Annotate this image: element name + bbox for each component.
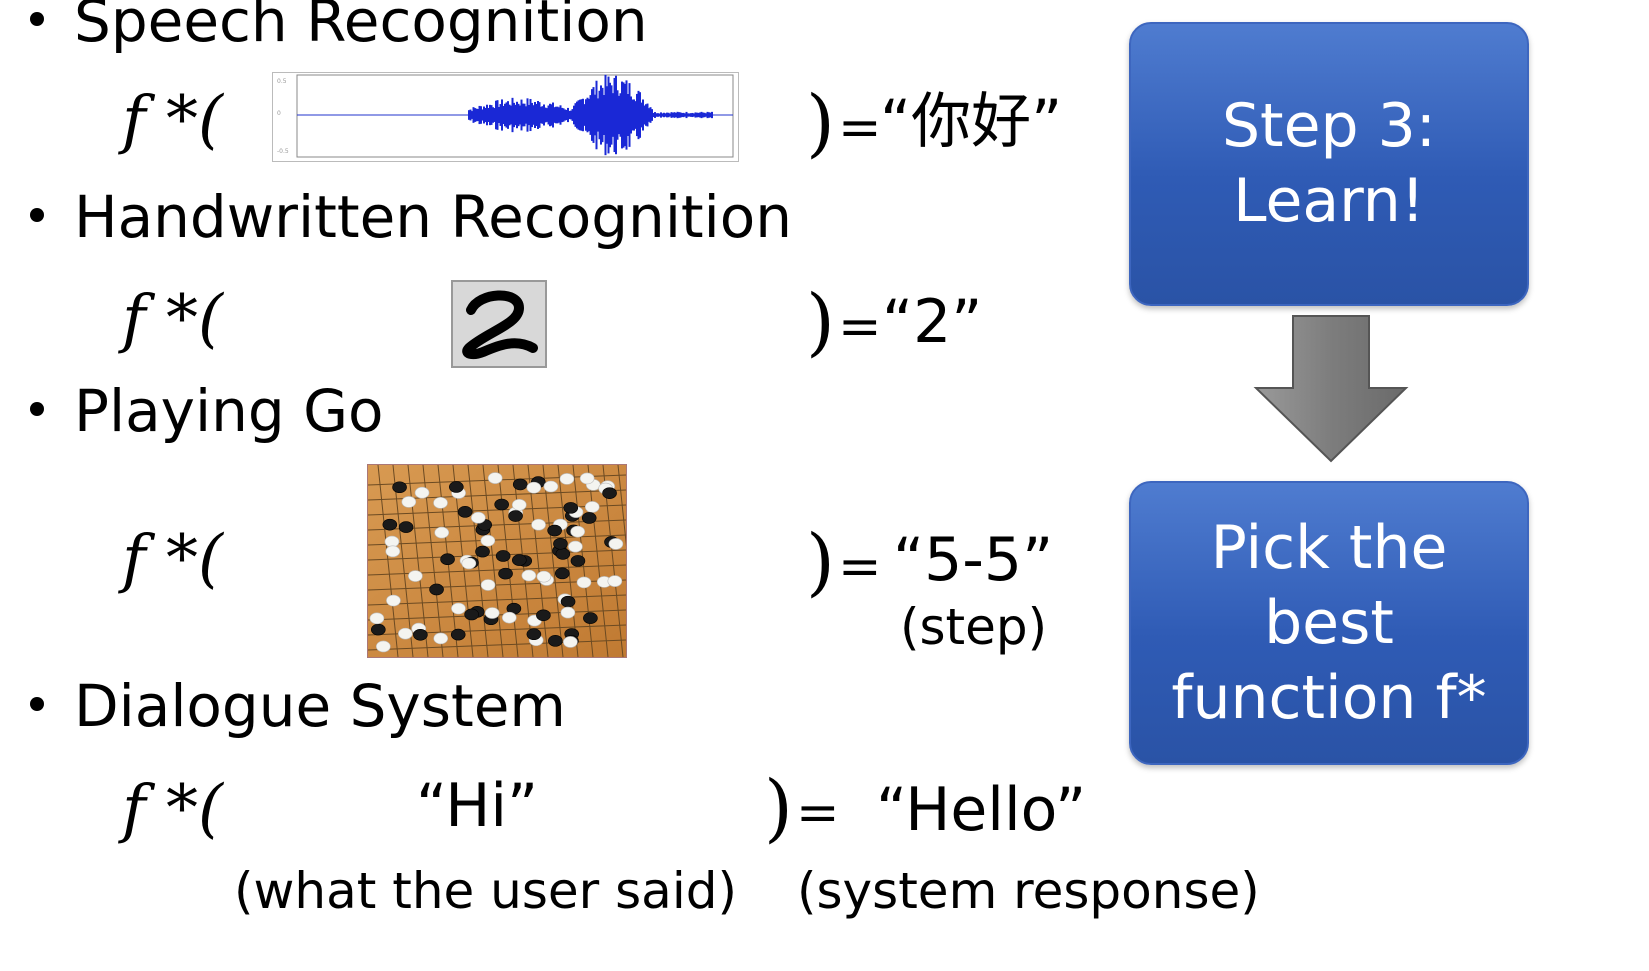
step-3-learn-box: Step 3: Learn! — [1129, 22, 1529, 306]
right-paren: ) — [806, 279, 835, 365]
dialogue-output: “Hello” — [876, 775, 1087, 845]
dialogue-output-note: (system response) — [797, 862, 1260, 920]
bullet-dot — [30, 11, 44, 26]
result-box-line-3: function f* — [1171, 662, 1487, 733]
right-paren: ) — [806, 80, 835, 166]
down-arrow-icon — [1253, 315, 1409, 463]
function-f-star: f *( — [122, 282, 223, 356]
handwritten-digit-image — [451, 280, 547, 368]
right-paren: ) — [806, 519, 835, 605]
result-box-line-2: best — [1264, 587, 1394, 658]
bullet-playing-go: Playing Go — [30, 382, 384, 440]
svg-text:-0.5: -0.5 — [277, 148, 289, 155]
waveform-icon: 0.5 0 -0.5 — [277, 74, 734, 158]
bullet-label: Dialogue System — [74, 672, 566, 740]
function-f-star: f *( — [122, 522, 223, 596]
equals-sign: = — [796, 783, 840, 843]
bullet-dialogue-system: Dialogue System — [30, 677, 566, 735]
go-output: “5-5” — [893, 525, 1054, 595]
equals-sign: = — [838, 537, 882, 597]
speech-waveform-image: 0.5 0 -0.5 — [272, 72, 739, 162]
equals-sign: = — [838, 297, 882, 357]
handwritten-output: “2” — [882, 287, 983, 357]
bullet-label: Speech Recognition — [74, 0, 648, 55]
speech-output: “你好” — [880, 87, 1063, 157]
bullet-dot — [30, 696, 44, 711]
go-board-icon — [367, 464, 654, 658]
go-board-image — [367, 464, 654, 658]
dialogue-input: “Hi” — [416, 771, 539, 841]
step-box-line-1: Step 3: — [1221, 91, 1437, 161]
function-f-star: f *( — [122, 772, 223, 846]
bullet-label: Playing Go — [74, 377, 384, 445]
svg-text:0: 0 — [277, 110, 281, 117]
bullet-dot — [30, 207, 44, 222]
go-output-note: (step) — [900, 598, 1048, 656]
bullet-dot — [30, 401, 44, 416]
svg-text:0.5: 0.5 — [277, 78, 287, 85]
digit-two-icon — [462, 290, 538, 360]
result-box-line-1: Pick the — [1210, 512, 1448, 583]
function-f-star: f *( — [122, 83, 223, 157]
pick-best-function-box: Pick the best function f* — [1129, 481, 1529, 765]
step-box-line-2: Learn! — [1233, 166, 1425, 236]
dialogue-input-note: (what the user said) — [234, 862, 737, 920]
bullet-label: Handwritten Recognition — [74, 183, 793, 251]
equals-sign: = — [838, 98, 882, 158]
bullet-handwritten-recognition: Handwritten Recognition — [30, 188, 792, 246]
bullet-speech-recognition: Speech Recognition — [30, 0, 648, 50]
right-paren: ) — [764, 765, 793, 851]
